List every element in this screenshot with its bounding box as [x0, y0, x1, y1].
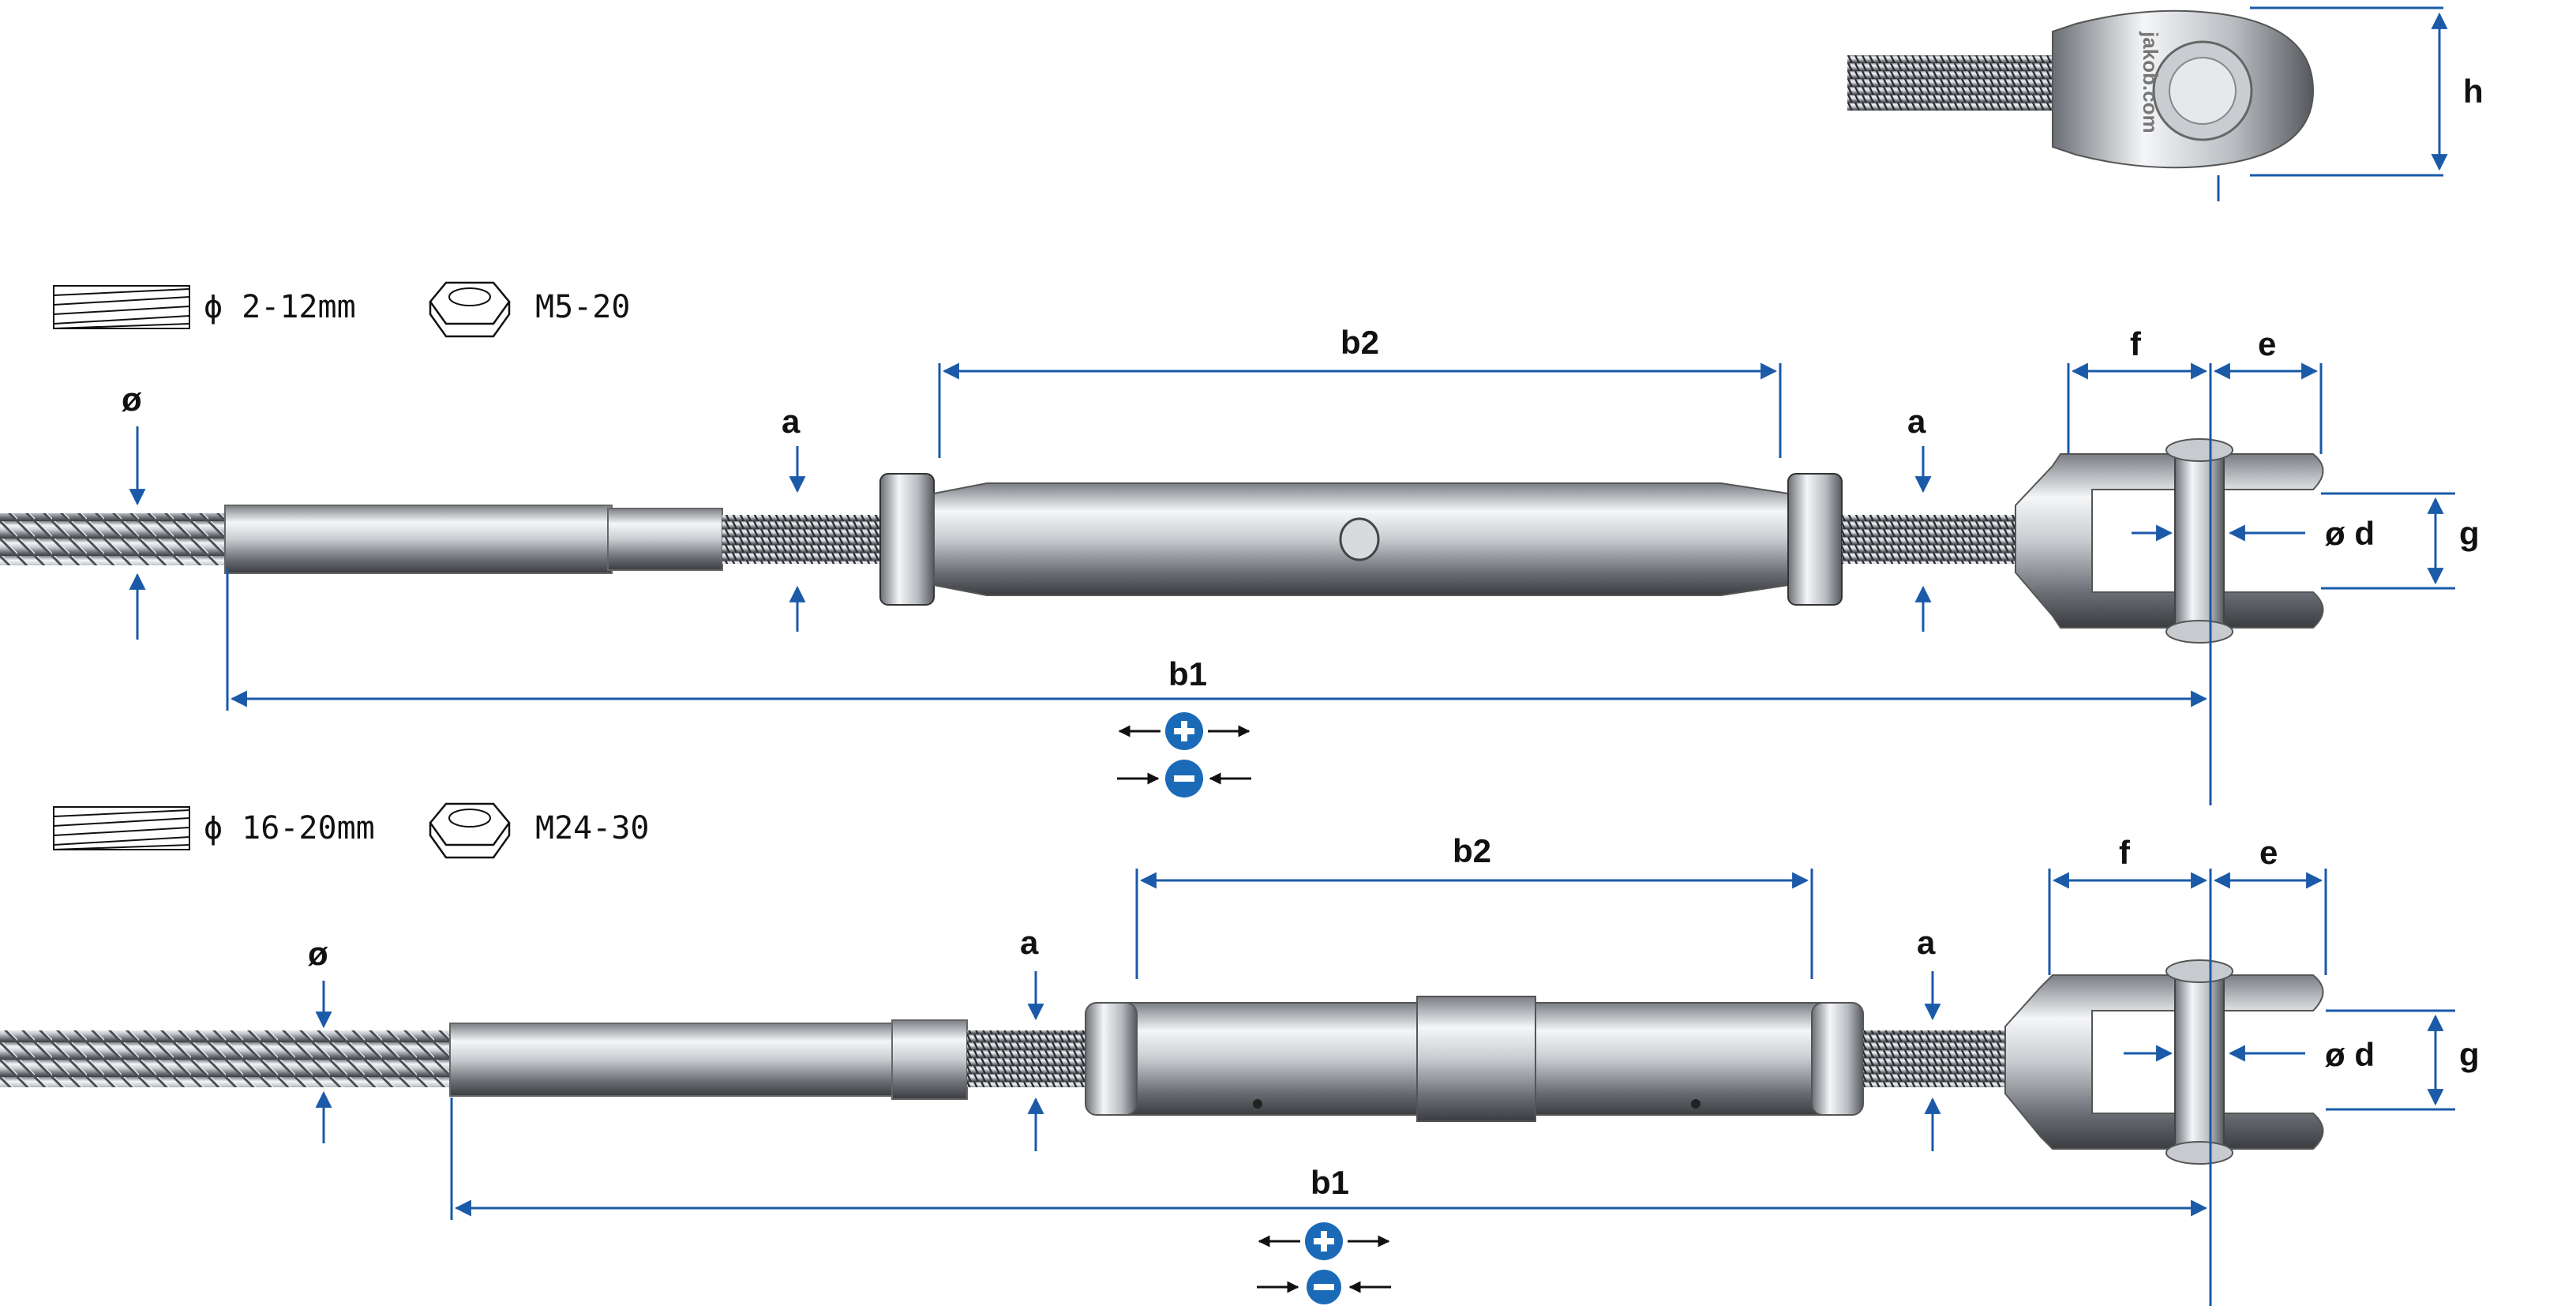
right-lock-nut	[1787, 473, 1843, 606]
left-lock-nut	[879, 473, 935, 606]
height-label: h	[2463, 73, 2484, 110]
hex-nut-icon	[429, 281, 511, 338]
body-label: b2	[1453, 832, 1491, 869]
left-thread	[967, 1030, 1086, 1087]
diameter-label: ø	[122, 381, 142, 418]
spec-row: ϕ 16-20mm M24-30	[53, 802, 650, 859]
swage-terminal	[449, 1023, 905, 1097]
dimensions: ø a b2 a f e ø d g	[122, 324, 2480, 805]
watermark-text: jakob.com	[2139, 31, 2162, 133]
overall-label: b1	[1168, 655, 1207, 692]
g-label: g	[2459, 1036, 2480, 1073]
thread-range: M5-20	[535, 289, 630, 325]
shorten-minus-icon	[1165, 760, 1203, 797]
shorten-minus-icon	[1307, 1270, 1341, 1304]
g-label: g	[2459, 515, 2480, 552]
right-thread	[1863, 1030, 2005, 1087]
wire-range: ϕ 16-20mm	[204, 810, 375, 846]
pin-label: ø d	[2325, 515, 2375, 552]
thread-right-label: a	[1907, 403, 1926, 440]
lengthen-plus-icon	[1165, 712, 1203, 750]
lengthen-plus-icon	[1305, 1222, 1343, 1260]
diameter-label: ø	[308, 935, 328, 972]
e-label: e	[2259, 834, 2278, 871]
fork-end	[2004, 959, 2324, 1165]
pin-label: ø d	[2325, 1036, 2375, 1073]
wire-range: ϕ 2-12mm	[204, 289, 356, 325]
wire-rope	[0, 513, 225, 565]
eye-detail: jakob.com h	[1847, 6, 2484, 201]
adjust-symbol	[1257, 1222, 1391, 1304]
f-label: f	[2119, 834, 2131, 871]
adjust-symbol	[1117, 712, 1251, 797]
spec-row: ϕ 2-12mm M5-20	[53, 281, 630, 338]
wire-rope-icon	[53, 806, 190, 850]
f-label: f	[2130, 325, 2142, 362]
e-label: e	[2258, 325, 2276, 362]
dimensions: ø a b2 a f e ø d g	[308, 832, 2480, 1306]
thread-right-label: a	[1917, 924, 1936, 961]
variant-2: ϕ 16-20mm M24-30 ø	[0, 802, 2480, 1306]
fork-end	[2015, 438, 2324, 644]
wire-rope-icon	[53, 285, 190, 329]
overall-label: b1	[1310, 1164, 1349, 1201]
swage-terminal	[224, 505, 613, 574]
wire-rope	[0, 1030, 450, 1087]
hex-nut-icon	[429, 802, 511, 859]
thread-range: M24-30	[535, 810, 650, 846]
variant-1: ϕ 2-12mm M5-20	[0, 281, 2480, 805]
body-label: b2	[1340, 324, 1379, 361]
thread-left-label: a	[1020, 924, 1039, 961]
thread-left-label: a	[782, 403, 801, 440]
right-thread	[1842, 515, 2015, 564]
left-thread	[722, 515, 880, 564]
